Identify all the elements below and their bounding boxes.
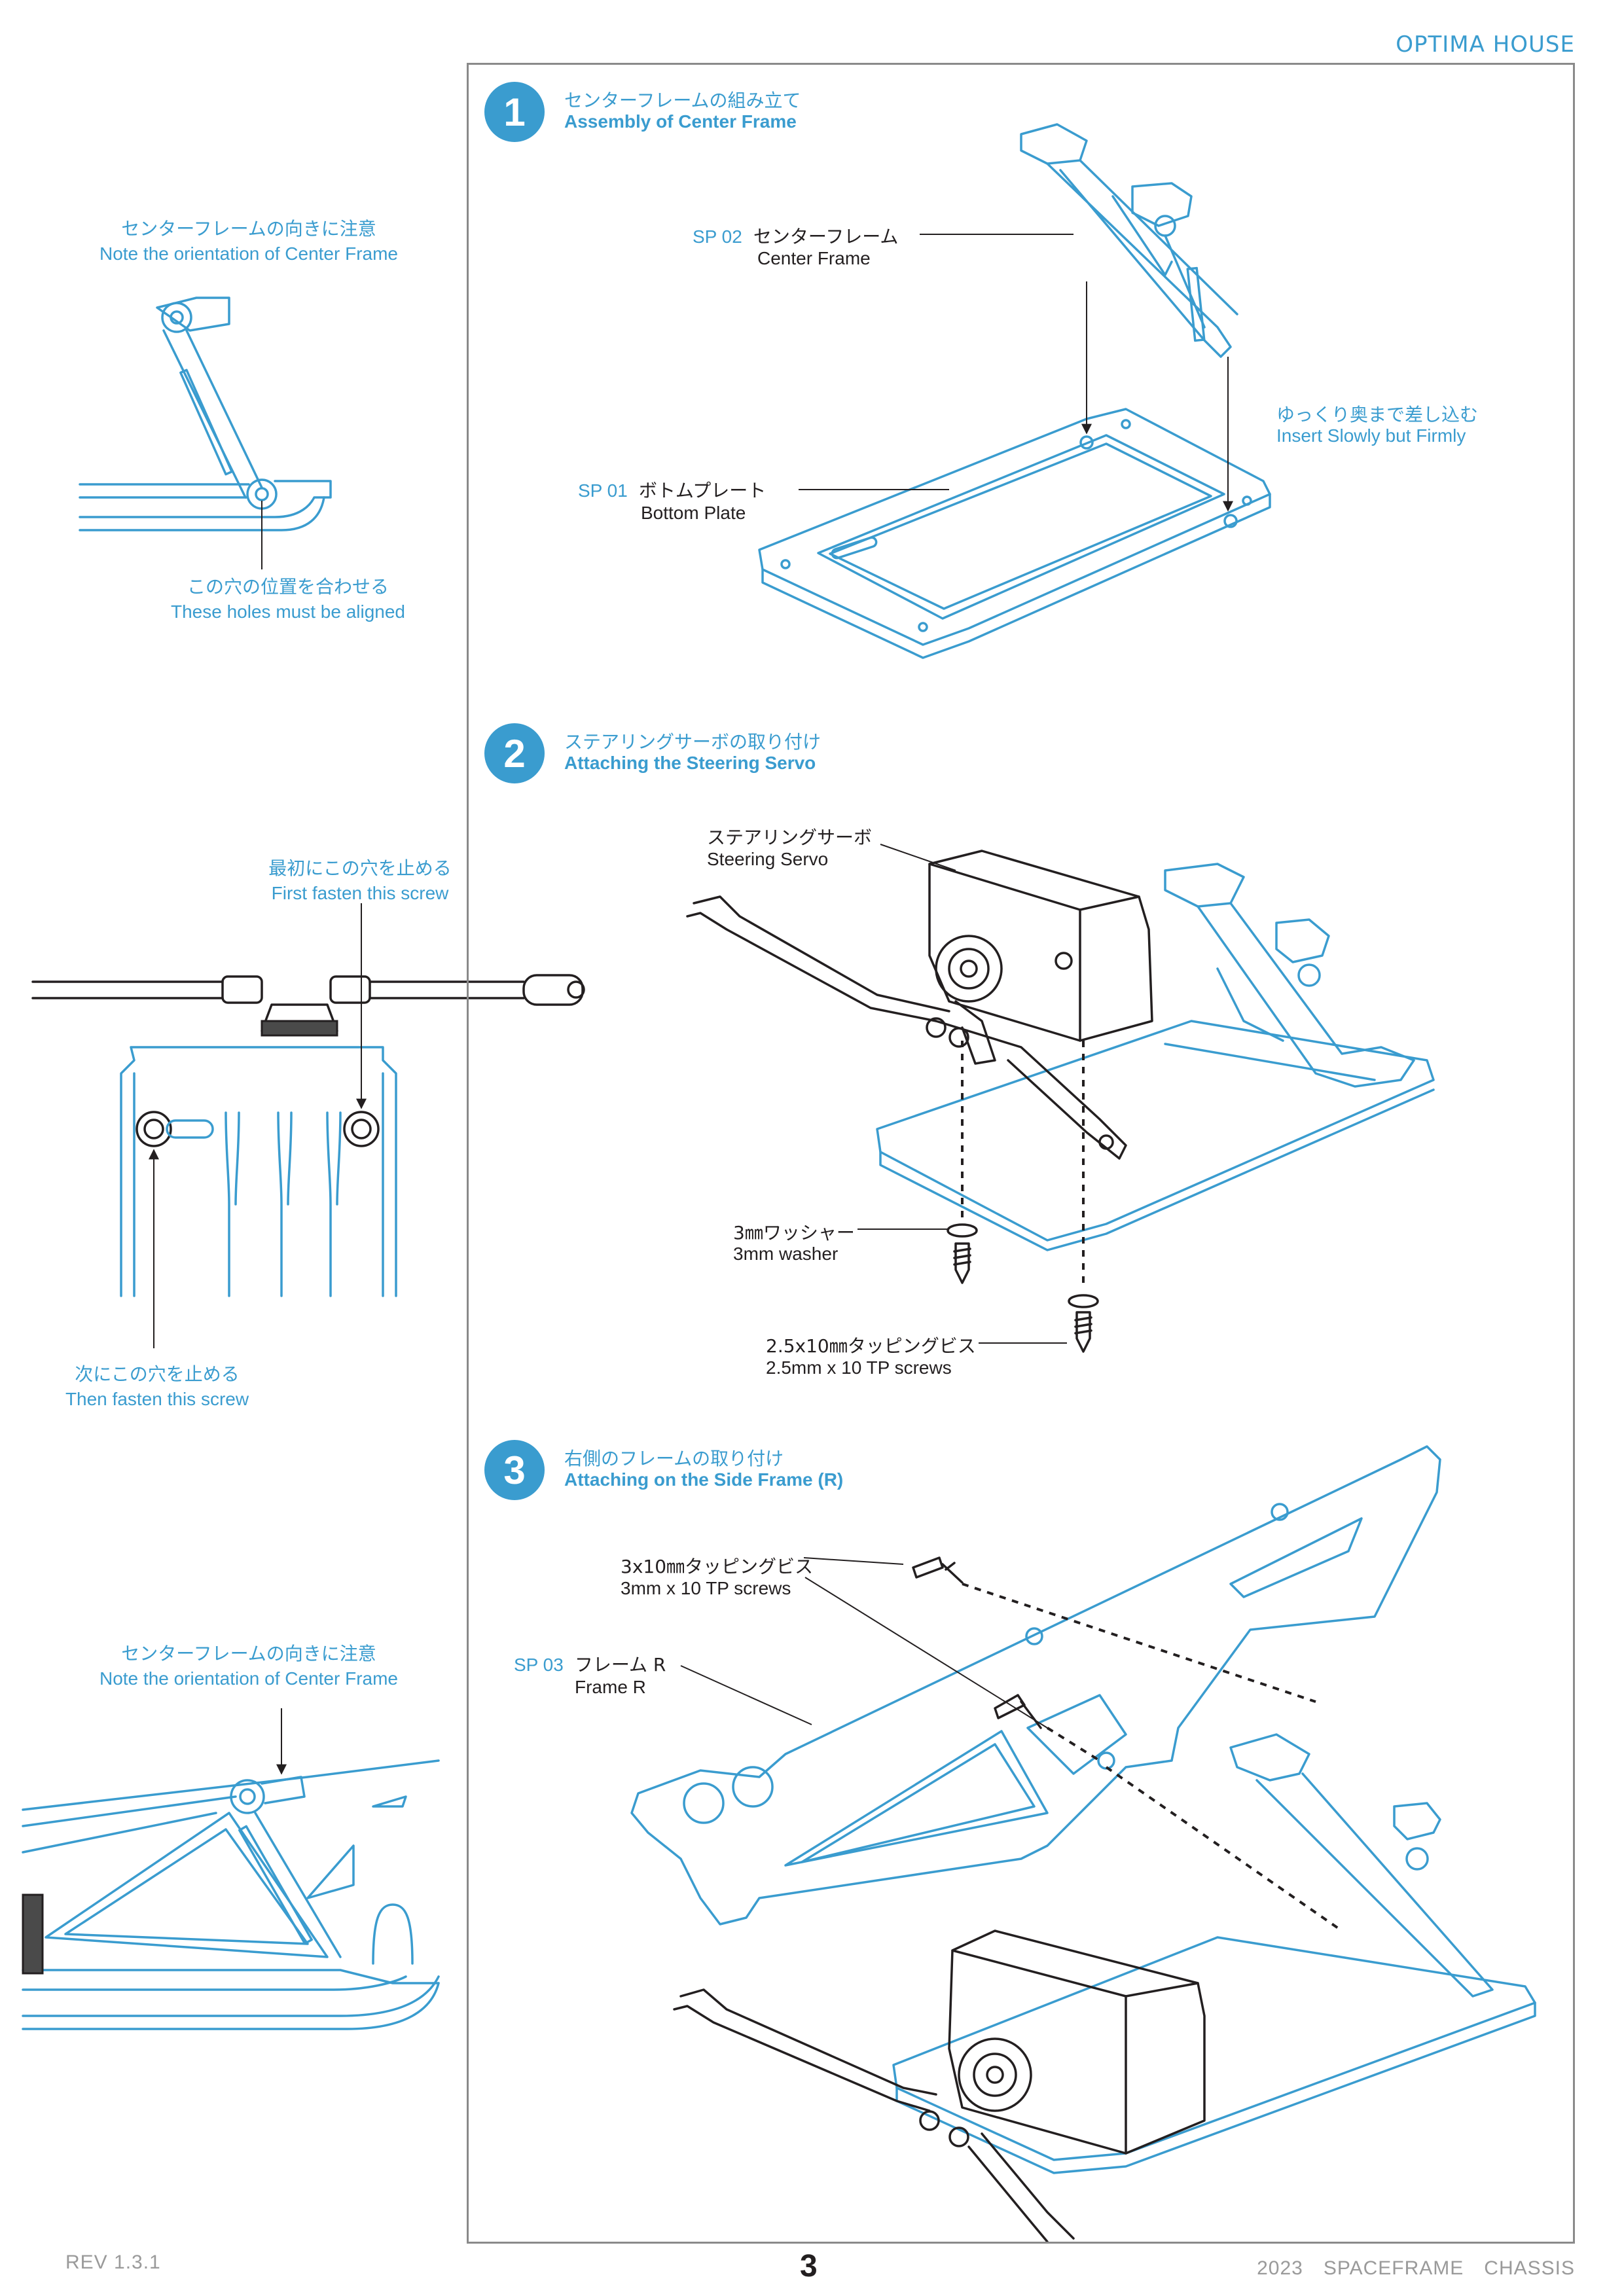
part-code: SP 03 <box>514 1655 564 1675</box>
step3-base-assembly <box>673 1733 1536 2243</box>
instruction-panel-border <box>467 63 1575 2244</box>
washer-screw-2 <box>1068 1294 1099 1353</box>
screw-25-label-ja: 2.5x10㎜タッピングビス <box>766 1335 976 1357</box>
step-3-title-en: Attaching on the Side Frame (R) <box>564 1469 844 1490</box>
bottom-plate-drawing <box>758 281 1271 659</box>
note-ja: 次にこの穴を止める <box>75 1363 240 1385</box>
revision-label: REV 1.3.1 <box>65 2251 161 2273</box>
note-en: Note the orientation of Center Frame <box>99 1668 398 1689</box>
washer-label-ja: 3㎜ワッシャー <box>733 1222 855 1244</box>
note-first-screw: 最初にこの穴を止める First fasten this screw <box>209 854 511 904</box>
orientation-detail-bottom <box>22 1708 440 2030</box>
part-name-ja: ボトムプレート <box>638 480 767 501</box>
insert-note-en: Insert Slowly but Firmly <box>1276 425 1466 446</box>
note-then-screw: 次にこの穴を止める Then fasten this screw <box>13 1360 301 1410</box>
note-orientation-top: センターフレームの向きに注意 Note the orientation of C… <box>98 215 399 264</box>
note-ja: この穴の位置を合わせる <box>187 576 389 598</box>
note-ja: 最初にこの穴を止める <box>268 857 452 879</box>
screw-3-label-ja: 3x10㎜タッピングビス <box>621 1556 814 1577</box>
note-holes-aligned: この穴の位置を合わせる These holes must be aligned <box>137 573 439 622</box>
note-ja: センターフレームの向きに注意 <box>121 1643 376 1664</box>
note-en: Then fasten this screw <box>65 1389 249 1409</box>
washer-screw-1 <box>947 1223 978 1284</box>
servo-label-en: Steering Servo <box>707 849 829 869</box>
note-en: These holes must be aligned <box>171 601 405 622</box>
note-orientation-bottom: センターフレームの向きに注意 Note the orientation of C… <box>79 1640 419 1689</box>
insert-note-ja: ゆっくり奥まで差し込む <box>1276 404 1479 425</box>
part-name-en-frame-r: Frame R <box>575 1677 646 1697</box>
step-3-title-ja: 右側のフレームの取り付け <box>564 1448 784 1469</box>
page-number: 3 <box>800 2249 818 2284</box>
part-code: SP 01 <box>578 480 628 501</box>
center-frame-drawing <box>1020 123 1238 358</box>
part-name-ja: センターフレーム <box>753 226 899 247</box>
part-name-en-center-frame: Center Frame <box>757 248 871 268</box>
step3-screws <box>912 1556 1042 1729</box>
screw-order-detail <box>31 903 585 1348</box>
step-1-title-ja: センターフレームの組み立て <box>564 90 801 111</box>
steering-servo-drawing <box>686 850 1153 1160</box>
note-en: Note the orientation of Center Frame <box>99 243 398 264</box>
step-3-badge: 3 <box>484 1440 545 1500</box>
brand-name: OPTIMA HOUSE <box>1396 31 1575 58</box>
note-en: First fasten this screw <box>271 883 449 903</box>
servo-label-ja: ステアリングサーボ <box>707 827 873 848</box>
part-name-ja: フレーム R <box>574 1654 666 1676</box>
step2-frame-drawing <box>876 863 1435 1251</box>
part-frame-r: SP 03 フレーム R <box>514 1651 666 1677</box>
screw-3-label-en: 3mm x 10 TP screws <box>621 1578 791 1598</box>
step-1-badge: 1 <box>484 82 545 142</box>
part-center-frame: SP 02 センターフレーム <box>693 223 898 249</box>
part-bottom-plate: SP 01 ボトムプレート <box>578 476 766 503</box>
step-2-badge: 2 <box>484 723 545 783</box>
part-name-en-bottom-plate: Bottom Plate <box>641 503 746 523</box>
side-frame-r-drawing <box>630 1445 1441 1926</box>
note-ja: センターフレームの向きに注意 <box>121 218 376 240</box>
step-1-title-en: Assembly of Center Frame <box>564 111 797 132</box>
step-2-title-en: Attaching the Steering Servo <box>564 753 816 773</box>
step-2-title-ja: ステアリングサーボの取り付け <box>564 731 821 753</box>
washer-label-en: 3mm washer <box>733 1244 839 1264</box>
orientation-detail-top <box>79 296 332 569</box>
part-code: SP 02 <box>693 226 742 247</box>
screw-25-label-en: 2.5mm x 10 TP screws <box>766 1357 952 1378</box>
document-title: 2023 SPACEFRAME CHASSIS <box>1257 2257 1575 2279</box>
